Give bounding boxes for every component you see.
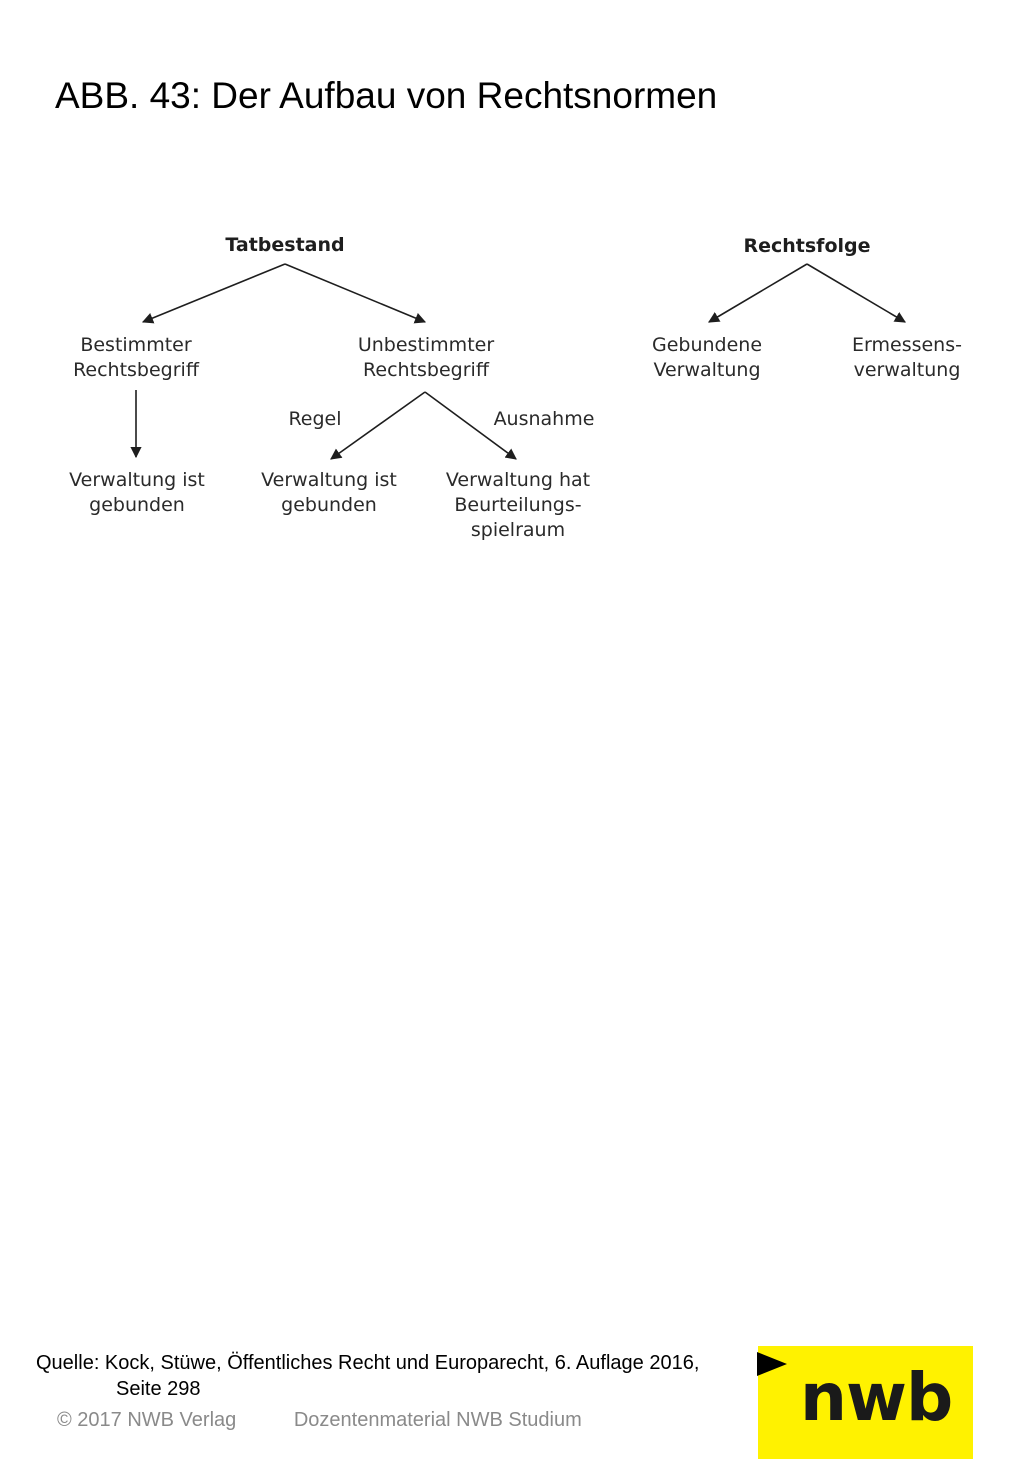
arrow-regel [330,391,426,460]
label-ausnahme: Ausnahme [493,408,595,430]
copyright: © 2017 NWB Verlag [57,1409,237,1431]
footer-meta: © 2017 NWB Verlag Dozentenmaterial NWB S… [57,1407,582,1433]
page-title: ABB. 43: Der Aufbau von Rechtsnormen [55,75,718,116]
material-label: Dozentenmaterial NWB Studium [293,1409,582,1431]
arrow-ausnahme [424,391,517,460]
arrow-tatbestand-bestimmter [141,263,286,324]
node-rechtsfolge: Rechtsfolge [743,235,871,257]
node-verwaltung-gebunden-2: Verwaltung ist gebunden [261,469,397,516]
node-verwaltung-gebunden-1: Verwaltung ist gebunden [69,469,205,516]
diagram-connectors [130,263,906,460]
arrow-tatbestand-unbestimmter [284,263,427,324]
arrow-rechtsfolge-ermessens [806,263,906,323]
source-citation: Quelle: Kock, Stüwe, Öffentliches Recht … [36,1352,700,1400]
arrow-rechtsfolge-gebundene [708,263,808,323]
nwb-logo: nwb [758,1346,973,1459]
node-unbestimmter-rechtsbegriff: Unbestimmter Rechtsbegriff [357,334,495,381]
node-tatbestand: Tatbestand [225,234,345,256]
label-regel: Regel [288,408,342,430]
nwb-logo-text: nwb [800,1359,953,1436]
play-icon[interactable] [757,1352,787,1376]
node-ermessensverwaltung: Ermessens- verwaltung [852,334,962,381]
node-bestimmter-rechtsbegriff: Bestimmter Rechtsbegriff [73,334,199,381]
node-gebundene-verwaltung: Gebundene Verwaltung [651,334,763,381]
node-beurteilungsspielraum: Verwaltung hat Beurteilungs- spielraum [445,469,591,541]
